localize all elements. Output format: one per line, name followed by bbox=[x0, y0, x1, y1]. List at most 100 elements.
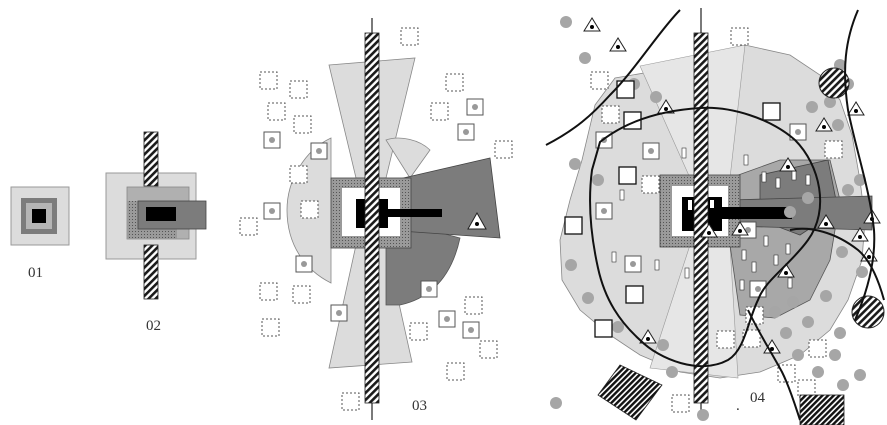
stage-04-small-buildings bbox=[611, 147, 811, 291]
grey-circle bbox=[780, 327, 792, 339]
dot-plot-dot bbox=[316, 148, 322, 154]
stage-03-road bbox=[364, 32, 380, 404]
dotted-plot bbox=[239, 217, 258, 236]
small-building bbox=[751, 261, 757, 273]
dotted-plot bbox=[341, 392, 360, 411]
small-building bbox=[739, 279, 745, 291]
grey-circle bbox=[824, 96, 836, 108]
stage-03-sector-east-upper bbox=[385, 137, 431, 179]
grey-circle bbox=[592, 174, 604, 186]
dot-plot-dot bbox=[795, 129, 801, 135]
dotted-plot bbox=[601, 105, 620, 124]
dot-plot-dot bbox=[463, 129, 469, 135]
dot-plot-dot bbox=[745, 227, 751, 233]
triangle-marker-dot bbox=[646, 337, 650, 341]
dot-plot-dot bbox=[755, 286, 761, 292]
grey-circle bbox=[657, 339, 669, 351]
dotted-plot bbox=[261, 318, 280, 337]
grey-circle bbox=[582, 292, 594, 304]
stage-04-core-arm bbox=[720, 207, 792, 219]
grey-circle bbox=[802, 192, 814, 204]
triangle-marker bbox=[817, 214, 835, 229]
dot-plot-dot bbox=[601, 208, 607, 214]
dotted-plot bbox=[446, 362, 465, 381]
stage-04-river-south bbox=[747, 309, 801, 421]
grey-circle bbox=[806, 101, 818, 113]
stage-03-dotted-plots bbox=[239, 27, 513, 411]
dotted-plot bbox=[445, 73, 464, 92]
grey-circle bbox=[829, 349, 841, 361]
small-building bbox=[763, 235, 769, 247]
dotted-plot bbox=[289, 165, 308, 184]
dot-plot-dot bbox=[630, 261, 636, 267]
stage-03-triangle-dot bbox=[475, 222, 479, 226]
dotted-plot bbox=[590, 71, 609, 90]
dot-plot-dot bbox=[426, 286, 432, 292]
grey-circle bbox=[565, 259, 577, 271]
dotted-plot bbox=[267, 102, 286, 121]
dotted-plot bbox=[289, 80, 308, 99]
dot-plot-dot bbox=[301, 261, 307, 267]
dotted-plot bbox=[293, 115, 312, 134]
triangle-marker-dot bbox=[738, 229, 742, 233]
grey-circle bbox=[769, 306, 781, 318]
dotted-plot bbox=[777, 364, 796, 383]
small-building bbox=[773, 254, 779, 266]
stage-03-core-arm bbox=[386, 209, 442, 217]
dotted-plot bbox=[824, 140, 843, 159]
small-building bbox=[681, 147, 687, 159]
dotted-plot bbox=[400, 27, 419, 46]
grey-circle bbox=[550, 397, 562, 409]
white-square bbox=[616, 80, 635, 99]
grey-circle bbox=[787, 296, 799, 308]
small-building bbox=[654, 259, 660, 271]
stage-03-triangle-marker bbox=[467, 211, 487, 230]
grey-circle bbox=[834, 327, 846, 339]
triangle-marker bbox=[779, 157, 797, 172]
grey-circle bbox=[650, 91, 662, 103]
grey-circle bbox=[579, 52, 591, 64]
dotted-plot bbox=[641, 175, 660, 194]
dotted-plot bbox=[259, 282, 278, 301]
triangle-marker bbox=[851, 227, 869, 242]
dot-plot-dot bbox=[472, 104, 478, 110]
white-square bbox=[618, 166, 637, 185]
dot-plot-dot bbox=[269, 208, 275, 214]
dotted-plot bbox=[730, 27, 749, 46]
stage-01-label: 01 bbox=[28, 265, 43, 281]
stage-04-river-southeast bbox=[789, 227, 885, 301]
grey-circle bbox=[854, 369, 866, 381]
dot-plot-dot bbox=[444, 316, 450, 322]
grey-circle bbox=[666, 366, 678, 378]
stage-03-dot-plots bbox=[263, 98, 484, 339]
small-building bbox=[741, 249, 747, 261]
triangle-marker-dot bbox=[822, 125, 826, 129]
triangle-marker-dot bbox=[858, 235, 862, 239]
triangle-marker bbox=[815, 117, 833, 132]
dotted-plot bbox=[494, 140, 513, 159]
cutout bbox=[710, 200, 714, 208]
grey-circle bbox=[560, 16, 572, 28]
triangle-marker-dot bbox=[770, 347, 774, 351]
grey-circle bbox=[792, 349, 804, 361]
triangle-marker-dot bbox=[616, 45, 620, 49]
dotted-plot bbox=[409, 322, 428, 341]
stage-01-core bbox=[32, 209, 46, 223]
stage-02-road-south bbox=[143, 244, 159, 300]
triangle-marker bbox=[609, 37, 627, 52]
white-square bbox=[564, 216, 583, 235]
triangle-marker-dot bbox=[707, 231, 711, 235]
small-building bbox=[611, 251, 617, 263]
triangle-marker-dot bbox=[784, 271, 788, 275]
small-building bbox=[761, 171, 767, 183]
stage-04-diagram bbox=[545, 8, 885, 425]
triangle-marker-dot bbox=[664, 107, 668, 111]
grey-circle bbox=[802, 316, 814, 328]
dotted-plot bbox=[464, 296, 483, 315]
grey-circle bbox=[784, 206, 796, 218]
dotted-plot bbox=[808, 339, 827, 358]
stage-03-label: 03 bbox=[412, 398, 427, 414]
dot-plot-dot bbox=[336, 310, 342, 316]
dotted-plot bbox=[430, 102, 449, 121]
triangle-marker bbox=[847, 101, 865, 116]
